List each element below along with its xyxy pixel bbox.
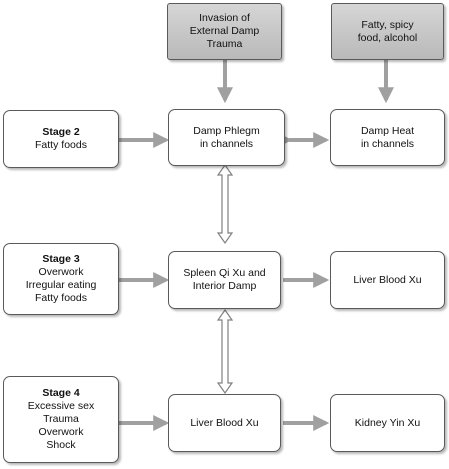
stage-title: Stage 3 bbox=[42, 253, 80, 265]
hollow-double-arrow-lower bbox=[216, 308, 234, 395]
pattern-line: Liver Blood Xu bbox=[353, 273, 422, 286]
pattern-line: Liver Blood Xu bbox=[190, 416, 259, 429]
stage-cause: Irregular eating bbox=[25, 279, 97, 291]
stage-cause: Fatty foods bbox=[35, 139, 87, 151]
stage-cause: Overwork bbox=[38, 426, 84, 438]
spleen-qi-xu-box: Spleen Qi Xu and Interior Damp bbox=[168, 251, 281, 309]
damp-heat-box: Damp Heat in channels bbox=[330, 109, 445, 166]
external-damp-line: External Damp bbox=[189, 25, 260, 37]
pattern-line: Spleen Qi Xu and bbox=[183, 267, 266, 279]
stage-cause: Overwork bbox=[38, 266, 84, 278]
pattern-line: Damp Phlegm bbox=[193, 124, 260, 137]
stage-title: Stage 2 bbox=[42, 126, 80, 138]
pattern-line: Damp Heat bbox=[360, 124, 415, 137]
stage-2-box: Stage 2 Fatty foods bbox=[3, 110, 119, 168]
diet-box: Fatty, spicy food, alcohol bbox=[331, 3, 444, 60]
external-damp-line: Trauma bbox=[206, 38, 243, 50]
external-damp-box: Invasion of External Damp Trauma bbox=[167, 3, 282, 60]
diet-line: food, alcohol bbox=[357, 31, 418, 44]
kidney-yin-xu-box: Kidney Yin Xu bbox=[330, 394, 445, 452]
stage-title: Stage 4 bbox=[42, 387, 80, 399]
liver-blood-xu-center-box: Liver Blood Xu bbox=[168, 394, 281, 452]
stage-3-box: Stage 3 Overwork Irregular eating Fatty … bbox=[3, 243, 119, 315]
pattern-line: in channels bbox=[199, 137, 254, 150]
liver-blood-xu-right-box: Liver Blood Xu bbox=[330, 251, 445, 309]
damp-phlegm-box: Damp Phlegm in channels bbox=[168, 109, 285, 166]
stage-cause: Shock bbox=[46, 439, 76, 451]
diet-line: Fatty, spicy bbox=[361, 18, 414, 31]
stage-cause: Trauma bbox=[43, 413, 79, 425]
pattern-line: in channels bbox=[360, 137, 415, 150]
stage-4-box: Stage 4 Excessive sex Trauma Overwork Sh… bbox=[3, 376, 119, 463]
external-damp-line: Invasion of bbox=[199, 12, 250, 24]
stage-cause: Fatty foods bbox=[35, 292, 87, 304]
pattern-line: Interior Damp bbox=[192, 280, 257, 292]
stage-cause: Excessive sex bbox=[27, 400, 95, 412]
pattern-line: Kidney Yin Xu bbox=[354, 416, 421, 429]
hollow-double-arrow-upper bbox=[216, 163, 234, 245]
